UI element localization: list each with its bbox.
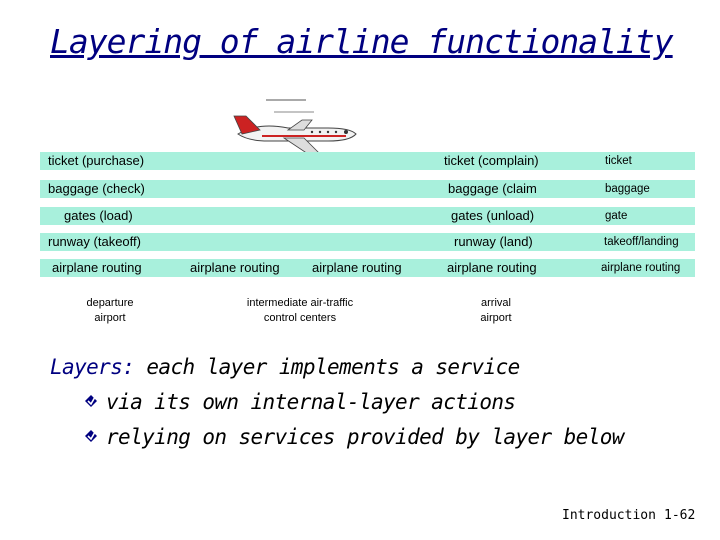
intermediate-routing-label-2: airplane routing bbox=[312, 260, 402, 275]
takeoff-landing-service-label: takeoff/landing bbox=[604, 236, 679, 248]
ticket-purchase-label: ticket (purchase) bbox=[48, 153, 145, 168]
ticket-complain-label: ticket (complain) bbox=[444, 153, 539, 168]
baggage-check-label: baggage (check) bbox=[48, 181, 145, 196]
diamond-bullet-icon bbox=[85, 430, 97, 442]
layer-band-takeoff bbox=[40, 233, 695, 251]
departure-routing-label: airplane routing bbox=[52, 260, 142, 275]
arrival-routing-label: airplane routing bbox=[447, 260, 537, 275]
layers-bullet-2: relying on services provided by layer be… bbox=[50, 420, 624, 455]
page-title: Layering of airline functionality bbox=[50, 22, 674, 61]
ticket-service-label: ticket bbox=[605, 155, 632, 167]
layers-bullet-1: via its own internal-layer actions bbox=[50, 385, 624, 420]
runway-land-label: runway (land) bbox=[454, 234, 533, 249]
footer-page-number: 1-62 bbox=[664, 508, 696, 523]
intermediate-centers-caption: intermediate air-traffic control centers bbox=[246, 297, 354, 324]
airplane-icon bbox=[233, 99, 357, 155]
intermediate-routing-label-1: airplane routing bbox=[190, 260, 280, 275]
diamond-bullet-icon bbox=[85, 395, 97, 407]
baggage-claim-label: baggage (claim bbox=[448, 181, 537, 196]
gate-service-label: gate bbox=[605, 210, 628, 222]
layers-intro: Layers: each layer implements a service bbox=[50, 350, 624, 385]
routing-service-label: airplane routing bbox=[601, 262, 681, 274]
layers-explanation: Layers: each layer implements a service … bbox=[50, 350, 624, 455]
gates-load-label: gates (load) bbox=[64, 208, 133, 223]
arrival-airport-caption: arrival airport bbox=[480, 297, 512, 324]
baggage-service-label: baggage bbox=[605, 183, 650, 195]
layers-keyword: Layers: bbox=[50, 355, 135, 379]
layers-text: each layer implements a service bbox=[134, 355, 520, 379]
departure-airport-caption: departure airport bbox=[86, 297, 134, 324]
runway-takeoff-label: runway (takeoff) bbox=[48, 234, 141, 249]
layer-band-routing bbox=[40, 259, 695, 277]
layer-band-ticket bbox=[40, 152, 695, 170]
footer-section: Introduction bbox=[562, 508, 656, 523]
layer-band-baggage bbox=[40, 180, 695, 198]
gates-unload-label: gates (unload) bbox=[451, 208, 535, 223]
layer-band-gate bbox=[40, 207, 695, 225]
